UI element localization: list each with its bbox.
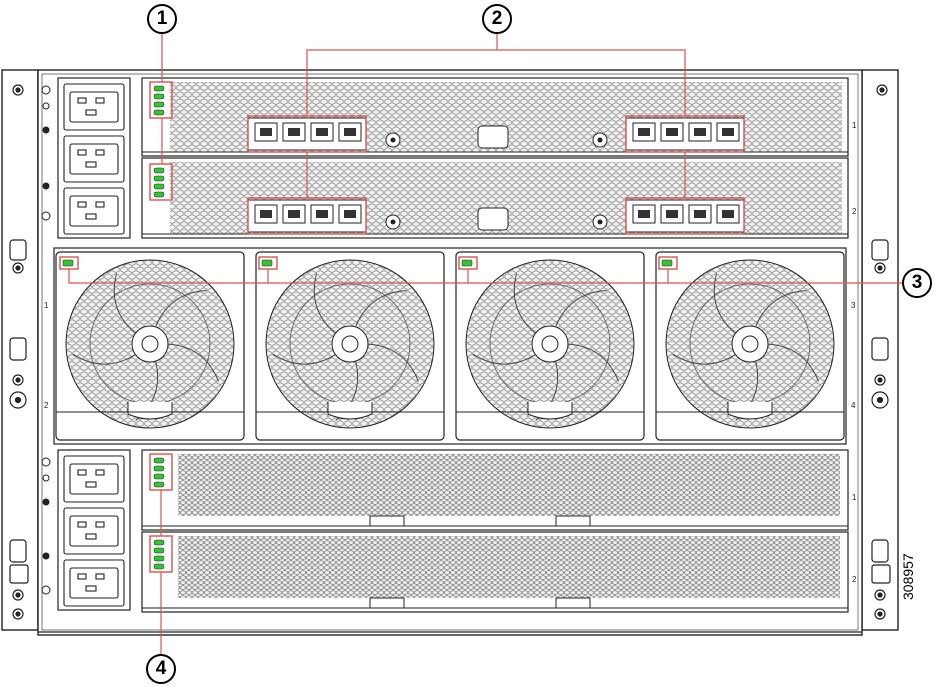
port-group-module-2-right [625,197,745,235]
slot-number-lower-1: 1 [852,493,857,502]
fan-module [255,251,445,441]
port-group-module-2-left [247,197,367,235]
fan-modules [55,251,845,441]
fan-slot-3: 3 [851,301,856,310]
left-rail-features [9,84,29,620]
callout-4: 4 [146,654,176,684]
callout-2-leaders [306,34,686,198]
power-inlet-icon [63,507,125,555]
power-inlet-icon [63,83,125,131]
fan-module [55,251,245,441]
power-inlet-icon [63,559,125,607]
right-rail-features [871,84,891,620]
power-inlet-icon [63,135,125,183]
fan-slot-1: 1 [44,301,49,310]
slot-number-io-1: 1 [852,121,857,130]
fan-module [455,251,645,441]
lower-module-2 [141,531,849,613]
upper-power-supplies [41,77,131,239]
callout-3: 3 [902,268,932,298]
figure-id: 308957 [900,553,916,600]
fan-slot-2: 2 [44,401,49,410]
callout-3-leaders [68,269,902,284]
callout-2: 2 [482,4,512,34]
led-group-module-1 [149,81,173,119]
power-inlet-icon [63,455,125,503]
lower-power-supplies [41,449,131,611]
fan-slot-4: 4 [851,401,856,410]
port-group-module-1-left [247,115,367,153]
lower-module-1 [141,449,849,531]
callout-1: 1 [147,4,177,34]
power-inlet-icon [63,187,125,235]
fan-module [655,251,845,441]
led-group-module-2 [149,163,173,201]
slot-number-io-2: 2 [852,207,857,216]
slot-number-lower-2: 2 [852,575,857,584]
led-group-lower-1 [149,453,173,491]
